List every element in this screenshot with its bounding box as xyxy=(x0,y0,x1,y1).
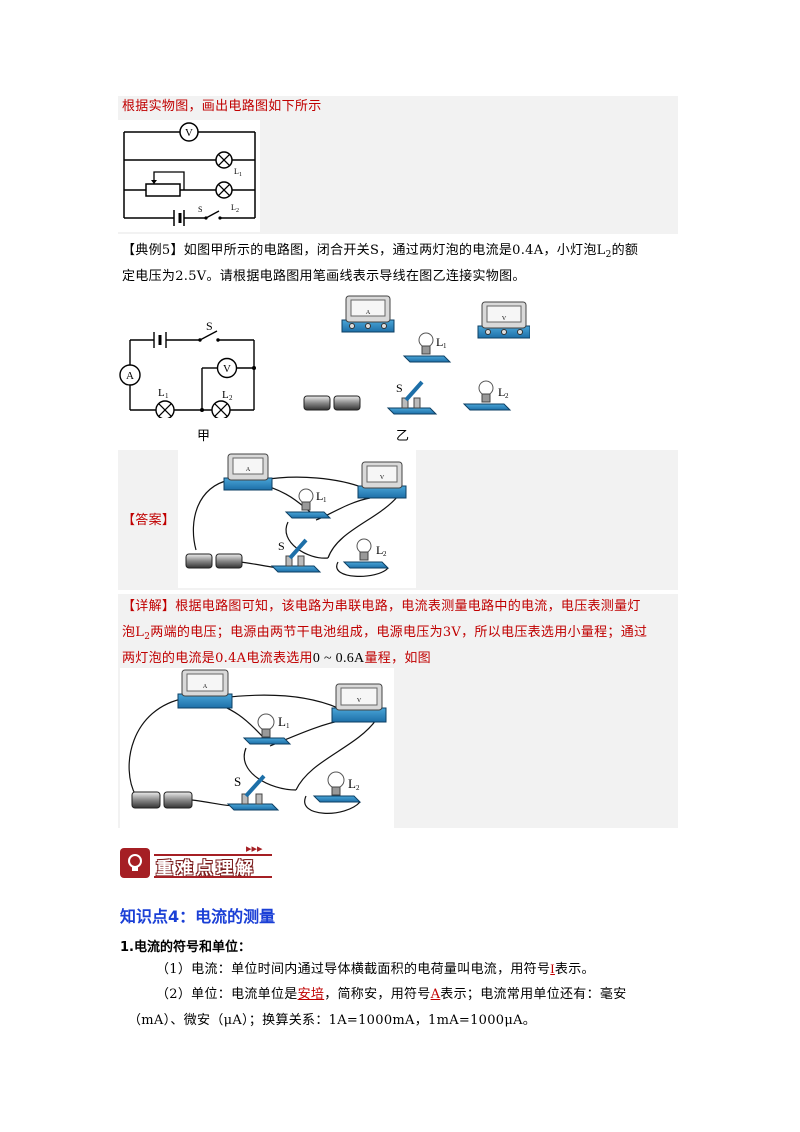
svg-text:L: L xyxy=(376,543,383,557)
svg-text:1: 1 xyxy=(323,496,327,504)
lamp-l1-device xyxy=(402,332,452,363)
knowledge-item3: （mA）、微安（μA）；换算关系：1A=1000mA，1mA=1000μA。 xyxy=(128,1013,537,1028)
lightbulb-icon xyxy=(120,848,150,878)
lamp-l2-device xyxy=(462,380,512,411)
svg-text:L: L xyxy=(436,335,443,349)
lamp-l2-sub: 2 xyxy=(236,208,239,214)
voltmeter-letter: V xyxy=(185,127,193,139)
voltmeter-device: V xyxy=(477,301,530,339)
unit-ampere: 安培 xyxy=(297,987,325,1002)
svg-text:A: A xyxy=(203,684,208,690)
svg-text:L: L xyxy=(158,387,165,399)
svg-text:L: L xyxy=(498,385,505,399)
detail-line2: 泡L2两端的电压；电源由两节干电池组成，电源电压为3V，所以电压表选用小量程；通… xyxy=(122,625,648,642)
answer-wiring-figure: A V L 1 S L 2 xyxy=(178,450,416,588)
ammeter-device: A xyxy=(341,295,395,333)
svg-text:2: 2 xyxy=(229,394,233,402)
knowledge-heading: 1.电流的符号和单位： xyxy=(120,940,251,955)
lamp-l1-symbol xyxy=(215,151,233,169)
svg-text:V: V xyxy=(502,316,507,322)
svg-text:1: 1 xyxy=(443,342,447,350)
svg-text:1: 1 xyxy=(165,392,169,400)
lamp-l1-sub: 1 xyxy=(239,172,242,178)
section-banner: 重难点理解 ▸▸▸ xyxy=(120,842,272,880)
answer-ammeter-face: A xyxy=(246,467,251,473)
rheostat-symbol xyxy=(145,183,181,197)
detail-line3: 两灯泡的电流是0.4A电流表选用0 ~ 0.6A量程，如图 xyxy=(122,651,431,666)
ammeter-symbol xyxy=(119,364,141,386)
example5-line1: 【典例5】如图甲所示的电路图，闭合开关S，通过两灯泡的电流是0.4A，小灯泡L2… xyxy=(122,243,639,260)
battery-device xyxy=(303,395,361,411)
answer-voltmeter-face: V xyxy=(380,475,385,481)
lamp-l1-label: L xyxy=(234,167,239,176)
svg-text:L: L xyxy=(316,489,323,503)
fig-jia-label: 甲 xyxy=(197,429,211,444)
caption-text: 根据实物图，画出电路图如下所示 xyxy=(122,99,322,114)
detail-wiring-figure: A V L 1 S L 2 xyxy=(120,668,394,828)
lamp-l2-symbol xyxy=(215,181,233,199)
banner-title: 重难点理解 xyxy=(156,859,256,879)
range-value: 0 ~ 0.6A xyxy=(312,651,365,666)
switch-s-label: S xyxy=(206,319,213,333)
apparatus-yi: A V L 1 S L 2 xyxy=(303,295,530,415)
svg-text:A: A xyxy=(366,310,371,316)
svg-text:S: S xyxy=(234,774,241,789)
svg-text:L: L xyxy=(222,389,229,401)
svg-text:L: L xyxy=(278,714,286,729)
svg-text:S: S xyxy=(396,381,403,395)
lamp-l2-jia xyxy=(211,400,231,418)
svg-text:L: L xyxy=(348,776,356,791)
switch-label: S xyxy=(198,205,202,214)
svg-text:V: V xyxy=(357,698,362,704)
ammeter-letter: A xyxy=(126,370,134,382)
svg-text:S: S xyxy=(278,539,285,553)
lamp-l1-jia xyxy=(155,400,175,418)
answer-label: 【答案】 xyxy=(122,513,176,528)
banner-arrows: ▸▸▸ xyxy=(246,842,263,855)
knowledge-item2: （2）单位：电流单位是安培，简称安，用符号A表示；电流常用单位还有：毫安 xyxy=(156,987,627,1002)
voltmeter-symbol-jia xyxy=(216,357,238,379)
schematic-jia: S A V L 1 L 2 xyxy=(119,319,256,418)
symbol-i: I xyxy=(550,961,555,976)
svg-text:2: 2 xyxy=(356,784,360,792)
voltmeter-symbol xyxy=(179,122,199,142)
circuit-diagram-1: V L 1 L 2 S xyxy=(118,120,260,232)
fig-yi-label: 乙 xyxy=(396,429,410,444)
example5-line2: 定电压为2.5V。请根据电路图用笔画线表示导线在图乙连接实物图。 xyxy=(122,269,526,284)
svg-text:2: 2 xyxy=(383,550,387,558)
switch-device xyxy=(386,380,438,415)
knowledge-item1: （1）电流：单位时间内通过导体横截面积的电荷量叫电流，用符号I表示。 xyxy=(156,961,595,977)
detail-line1: 【详解】根据电路图可知，该电路为串联电路，电流表测量电路中的电流，电压表测量灯 xyxy=(122,599,641,614)
voltmeter-letter-jia: V xyxy=(223,363,231,375)
svg-text:1: 1 xyxy=(286,722,290,730)
symbol-a: A xyxy=(430,987,441,1002)
lamp-l2-label: L xyxy=(231,203,236,212)
knowledge-title: 知识点4：电流的测量 xyxy=(120,907,276,926)
svg-text:2: 2 xyxy=(505,392,509,400)
